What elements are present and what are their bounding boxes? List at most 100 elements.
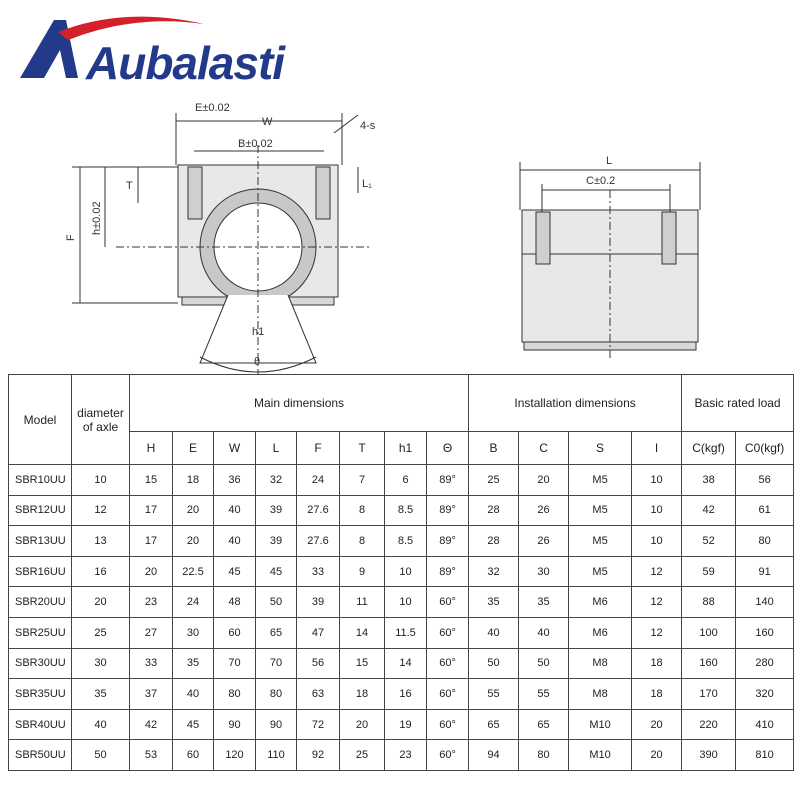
table-cell: 56 [735, 464, 795, 496]
table-cell: 27.6 [296, 494, 340, 527]
table-cell: 11 [339, 586, 385, 618]
table-cell: 26 [518, 525, 570, 557]
table-cell: 24 [172, 586, 214, 618]
col-header: Θ [425, 431, 470, 465]
table-cell: 10 [631, 494, 683, 527]
dim-label-c: C±0.2 [586, 175, 615, 187]
table-cell: M5 [568, 494, 633, 527]
table-cell: 24 [296, 464, 340, 496]
logo-swoosh [58, 16, 204, 40]
table-cell: 88 [681, 586, 737, 618]
table-cell: 10 [71, 464, 130, 496]
table-cell: 55 [518, 678, 570, 710]
table-cell: 45 [255, 555, 297, 588]
table-cell: 15 [129, 464, 173, 496]
col-header: S [568, 431, 633, 465]
table-cell: 47 [296, 616, 340, 649]
table-cell: 12 [631, 586, 683, 618]
table-cell: 80 [518, 739, 570, 771]
table-cell: 50 [255, 586, 297, 618]
col-header: L [255, 431, 297, 465]
table-cell: 10 [631, 525, 683, 557]
dim-label-f: F [65, 234, 77, 241]
table-cell: 11.5 [384, 616, 427, 649]
table-cell: 32 [255, 464, 297, 496]
table-cell: 28 [468, 525, 520, 557]
table-cell: 91 [735, 555, 795, 588]
table-cell: 7 [339, 464, 385, 496]
table-cell: 17 [129, 494, 173, 527]
model-cell: SBR16UU [8, 555, 72, 588]
table-cell: 65 [468, 708, 520, 741]
table-cell: 14 [339, 616, 385, 649]
col-header: W [213, 431, 256, 465]
table-cell: 9 [339, 555, 385, 588]
table-cell: 40 [213, 525, 256, 557]
side-view-drawing: L C±0.2 [519, 155, 701, 358]
table-cell: 48 [213, 586, 256, 618]
table-cell: 22.5 [172, 555, 214, 588]
header-diameter: diameter of axle [71, 374, 130, 465]
dim-label-h1: h1 [252, 326, 264, 338]
col-header: E [172, 431, 214, 465]
table-cell: M6 [568, 616, 633, 649]
table-cell: 60° [425, 586, 470, 618]
table-cell: 23 [129, 586, 173, 618]
table-cell: 18 [339, 678, 385, 710]
front-view-drawing: E±0.02 W B±0.02 4-s T L₁ h±0.02 F h1 θ [65, 102, 376, 375]
table-cell: 170 [681, 678, 737, 710]
table-cell: 25 [468, 464, 520, 496]
table-cell: 70 [213, 647, 256, 680]
table-cell: 110 [255, 739, 297, 771]
table-cell: 12 [631, 616, 683, 649]
table-cell: 94 [468, 739, 520, 771]
table-cell: 60 [213, 616, 256, 649]
dim-label-e: E±0.02 [195, 102, 230, 114]
model-cell: SBR50UU [8, 739, 72, 771]
table-cell: 45 [213, 555, 256, 588]
col-header: F [296, 431, 340, 465]
table-cell: 60° [425, 647, 470, 680]
table-cell: M8 [568, 647, 633, 680]
table-cell: 40 [172, 678, 214, 710]
table-cell: 35 [468, 586, 520, 618]
header-basic-rated-load: Basic rated load [681, 374, 795, 432]
table-cell: 45 [172, 708, 214, 741]
table-cell: 27 [129, 616, 173, 649]
table-cell: 160 [681, 647, 737, 680]
table-cell: 27.6 [296, 525, 340, 557]
dim-label-t: T [126, 180, 133, 192]
model-cell: SBR40UU [8, 708, 72, 741]
table-cell: 60 [172, 739, 214, 771]
table-cell: 38 [681, 464, 737, 496]
table-cell: 20 [518, 464, 570, 496]
table-cell: 40 [71, 708, 130, 741]
table-cell: 35 [71, 678, 130, 710]
dim-label-theta: θ [254, 356, 260, 368]
table-cell: 30 [71, 647, 130, 680]
col-header: I [631, 431, 683, 465]
table-cell: 50 [71, 739, 130, 771]
table-cell: 10 [631, 464, 683, 496]
header-main-dimensions: Main dimensions [128, 374, 470, 432]
table-cell: 20 [71, 586, 130, 618]
col-header: h1 [384, 431, 427, 465]
brand-logo: Aubalasti [14, 10, 285, 90]
table-cell: 13 [71, 525, 130, 557]
table-cell: 36 [213, 464, 256, 496]
table-cell: 60° [425, 739, 470, 771]
table-cell: 20 [631, 708, 683, 741]
table-cell: 89° [425, 555, 470, 588]
table-cell: 80 [213, 678, 256, 710]
model-cell: SBR25UU [8, 616, 72, 649]
table-cell: 280 [735, 647, 795, 680]
table-cell: 30 [518, 555, 570, 588]
spec-table: Model diameter of axle Main dimensions I… [8, 374, 795, 771]
table-cell: 89° [425, 494, 470, 527]
